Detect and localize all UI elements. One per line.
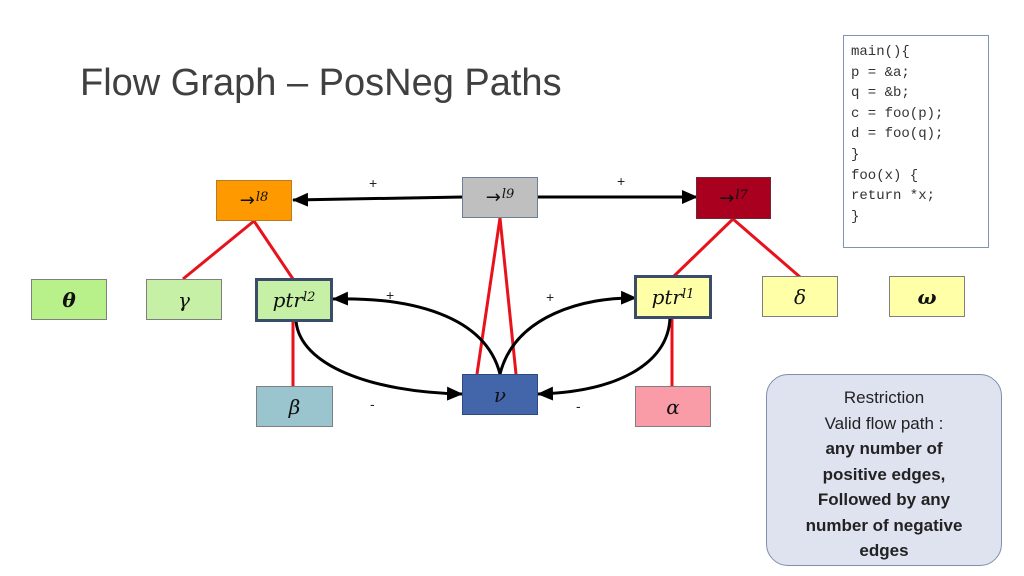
code-box: main(){ p = &a; q = &b; c = foo(p); d = … bbox=[843, 35, 989, 248]
right-arrow-icon: → bbox=[485, 187, 501, 208]
code-line: foo(x) { bbox=[851, 167, 919, 184]
code-line: p = &a; bbox=[851, 64, 910, 81]
node-l8-label: l8 bbox=[255, 190, 269, 205]
edge-l9-nu-left bbox=[475, 217, 502, 375]
node-theta: θ bbox=[31, 279, 107, 320]
edge-ptr-l2-to-nu bbox=[294, 320, 463, 401]
restriction-rule-line: any number of bbox=[825, 439, 943, 458]
code-line: } bbox=[851, 208, 860, 225]
right-arrow-icon: → bbox=[719, 187, 735, 209]
edge-l8-ptr-l2 bbox=[252, 220, 295, 280]
edge-l9-nu-right bbox=[498, 217, 518, 375]
node-l9: →l9 bbox=[462, 177, 538, 218]
edge-ptr-l1-to-nu bbox=[537, 317, 672, 401]
code-line: return *x; bbox=[851, 188, 936, 205]
restriction-box: Restriction Valid flow path : any number… bbox=[766, 374, 1002, 566]
restriction-rule-line: number of negative bbox=[805, 515, 963, 535]
code-line: d = foo(q); bbox=[851, 126, 944, 143]
edge-l7-ptr-l1 bbox=[671, 217, 735, 279]
node-ptr-l2-sup: l2 bbox=[302, 289, 316, 305]
edge-nu-to-ptr-l2 bbox=[332, 291, 502, 375]
edge-l8-gamma bbox=[182, 219, 255, 281]
right-arrow-icon: → bbox=[239, 190, 255, 211]
restriction-heading: Restriction bbox=[843, 388, 925, 407]
node-delta: δ bbox=[762, 276, 838, 317]
code-line: q = &b; bbox=[851, 85, 910, 102]
node-nu: ν bbox=[462, 374, 538, 415]
edge-sign: + bbox=[617, 173, 626, 189]
node-l7-label: l7 bbox=[735, 187, 748, 203]
node-l7: →l7 bbox=[696, 177, 771, 219]
edge-sign: + bbox=[546, 289, 555, 305]
restriction-rule-line: edges bbox=[859, 541, 909, 560]
node-omega: ω bbox=[889, 276, 965, 317]
edge-nu-to-ptr-l1 bbox=[498, 290, 637, 375]
edge-sign: - bbox=[370, 396, 375, 412]
edge-l7-delta bbox=[732, 217, 801, 279]
node-ptr-l1-label: ptr bbox=[651, 285, 682, 309]
restriction-rule-line: positive edges, bbox=[822, 464, 946, 484]
node-ptr-l2-label: ptr bbox=[272, 288, 303, 312]
edge-sign: + bbox=[369, 175, 378, 191]
edge-sign: + bbox=[386, 287, 395, 303]
node-gamma: γ bbox=[146, 279, 222, 320]
restriction-rule-line: Followed by any bbox=[817, 490, 951, 509]
node-l9-label: l9 bbox=[501, 187, 515, 202]
node-ptr-l1-sup: l1 bbox=[681, 286, 695, 302]
node-beta: β bbox=[256, 386, 333, 427]
code-line: c = foo(p); bbox=[851, 105, 944, 122]
code-line: } bbox=[851, 146, 860, 163]
code-line: main(){ bbox=[851, 44, 910, 60]
node-alpha: α bbox=[635, 386, 711, 427]
edge-l9-to-l8 bbox=[292, 192, 464, 207]
restriction-subheading: Valid flow path : bbox=[824, 413, 944, 433]
edge-sign: - bbox=[576, 398, 581, 414]
page-title: Flow Graph – PosNeg Paths bbox=[80, 62, 562, 104]
node-l8: →l8 bbox=[216, 180, 292, 221]
